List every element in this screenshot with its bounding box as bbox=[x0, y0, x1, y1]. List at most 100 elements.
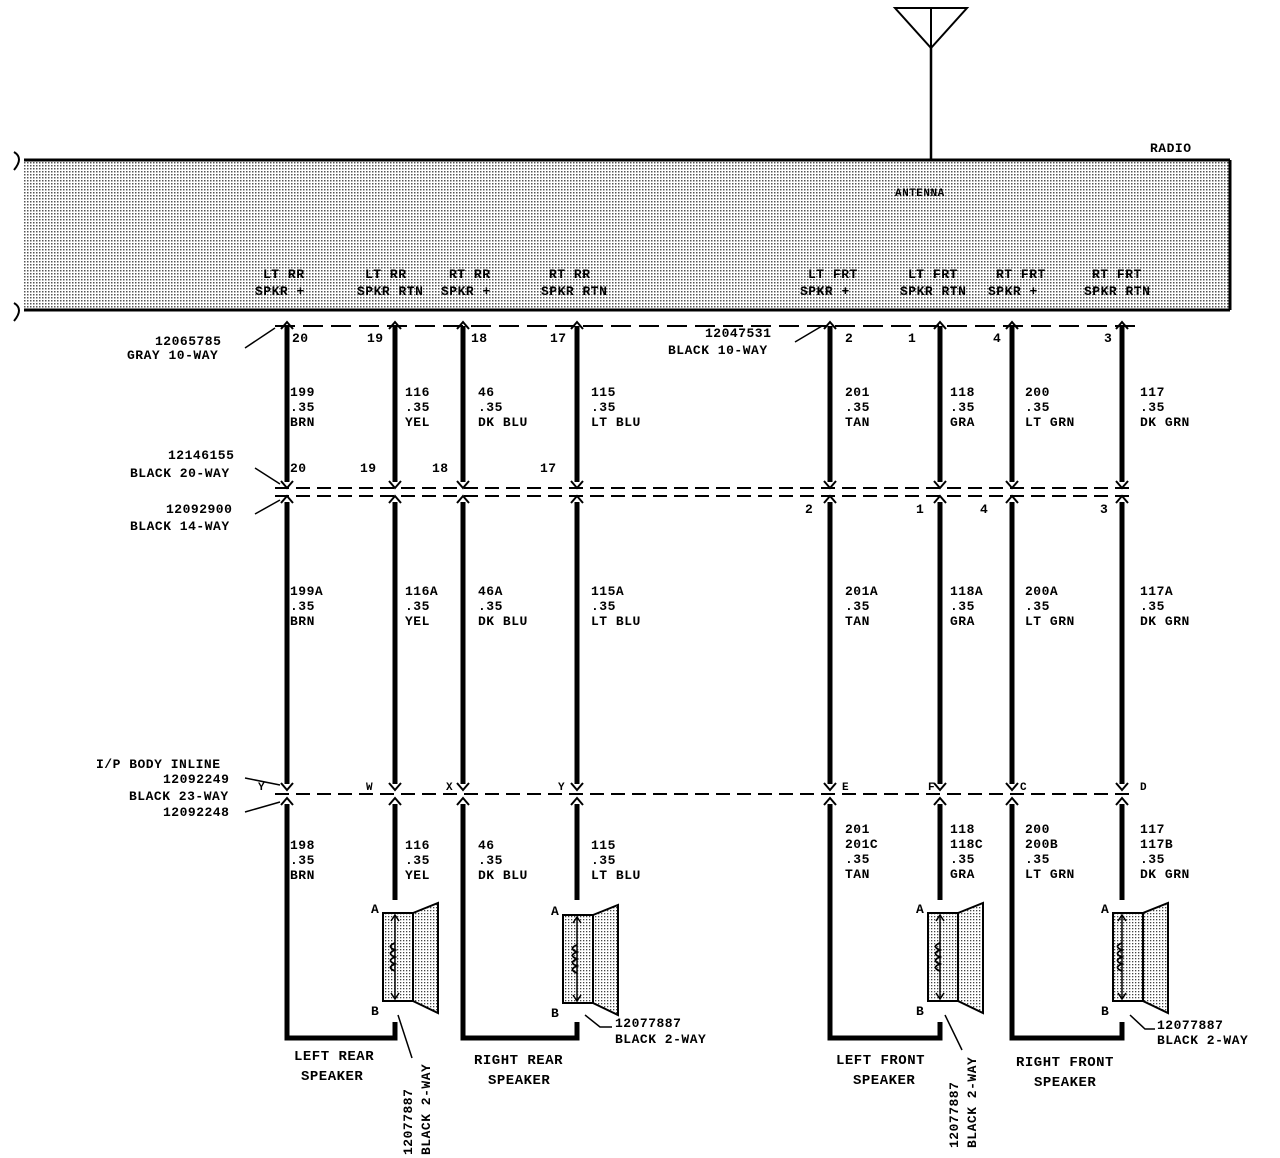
radio-title: RADIO bbox=[1150, 141, 1192, 156]
c14-pin-0: 2 bbox=[805, 502, 813, 517]
c14-pin-1: 1 bbox=[916, 502, 924, 517]
wire-lower-label-6-3: LT GRN bbox=[1025, 867, 1075, 882]
speaker-0-pin-a: A bbox=[371, 902, 379, 917]
c14-pin-chevron-4 bbox=[823, 494, 837, 504]
wire-mid-label-6-0: 200A bbox=[1025, 584, 1058, 599]
speaker-0-name: LEFT REAR bbox=[294, 1049, 374, 1065]
wire-mid-label-3-2: LT BLU bbox=[591, 614, 641, 629]
wire-upper-label-6-1: .35 bbox=[1025, 400, 1050, 415]
wire-lower-label-7-0: 117 bbox=[1140, 822, 1165, 837]
radio-pin-2: 18 bbox=[471, 331, 488, 346]
wire-mid-label-3-0: 115A bbox=[591, 584, 624, 599]
wire-lower-label-6-2: .35 bbox=[1025, 852, 1050, 867]
inline-pin-chevron-a-0 bbox=[280, 782, 294, 792]
c14-pin-chevron-5 bbox=[933, 494, 947, 504]
wire-mid-label-7-2: DK GRN bbox=[1140, 614, 1190, 629]
c20-pin-chevron-6 bbox=[1005, 480, 1019, 490]
wire-upper-label-3-0: 115 bbox=[591, 385, 616, 400]
inline-pin-chevron-b-7 bbox=[1115, 796, 1129, 806]
inline-pin-chevron-b-6 bbox=[1005, 796, 1019, 806]
antenna-symbol bbox=[892, 7, 970, 160]
radio-pin-3: 17 bbox=[550, 331, 567, 346]
wire-lower-plus-3 bbox=[1009, 804, 1125, 1041]
wire-upper-label-2-0: 46 bbox=[478, 385, 495, 400]
wire-upper-label-6-2: LT GRN bbox=[1025, 415, 1075, 430]
speaker-1-pin-a: A bbox=[551, 904, 559, 919]
speaker-3-name2: SPEAKER bbox=[1034, 1075, 1096, 1091]
wire-mid-label-1-1: .35 bbox=[405, 599, 430, 614]
wire-upper-label-1-0: 116 bbox=[405, 385, 430, 400]
wire-mid-label-7-0: 117A bbox=[1140, 584, 1173, 599]
speaker-3-pin-b: B bbox=[1101, 1004, 1109, 1019]
inline-pin-5: F bbox=[928, 782, 935, 794]
wire-lower-plus-2 bbox=[827, 804, 943, 1041]
connector-labels: 12065785 GRAY 10-WAY 12047531 BLACK 10-W… bbox=[96, 325, 823, 820]
wire-upper-label-3-2: LT BLU bbox=[591, 415, 641, 430]
c14-pin-chevron-1 bbox=[388, 494, 402, 504]
radio-pin-chevron-4 bbox=[823, 320, 837, 330]
wire-lower-label-1-2: YEL bbox=[405, 868, 430, 883]
wire-lower-plus-1 bbox=[460, 804, 580, 1041]
c20-pin-chevron-1 bbox=[388, 480, 402, 490]
wire-upper-label-7-1: .35 bbox=[1140, 400, 1165, 415]
wire-lower-label-3-2: LT BLU bbox=[591, 868, 641, 883]
c20-pin-chevron-5 bbox=[933, 480, 947, 490]
wire-mid-label-6-1: .35 bbox=[1025, 599, 1050, 614]
wire-lower-label-6-1: 200B bbox=[1025, 837, 1058, 852]
c14-pin-chevron-3 bbox=[570, 494, 584, 504]
wire-upper-label-0-2: BRN bbox=[290, 415, 315, 430]
terminal-label-0-top: LT RR bbox=[263, 267, 305, 282]
radio-module: RADIO ANTENNA bbox=[13, 141, 1232, 322]
c14-pin-chevron-7 bbox=[1115, 494, 1129, 504]
terminal-label-3-top: RT RR bbox=[549, 267, 591, 282]
lr-speaker-conn-desc: BLACK 2-WAY bbox=[419, 1064, 434, 1155]
radio-pin-0: 20 bbox=[292, 331, 309, 346]
c20-connector-part: 12146155 bbox=[168, 448, 234, 463]
c14-pin-2: 4 bbox=[980, 502, 988, 517]
wire-upper-label-4-0: 201 bbox=[845, 385, 870, 400]
speaker-1-name: RIGHT REAR bbox=[474, 1053, 563, 1069]
rf-speaker-conn-part: 12077887 bbox=[1157, 1018, 1223, 1033]
speaker-0-name2: SPEAKER bbox=[301, 1069, 363, 1085]
c20-pin-chevron-2 bbox=[456, 480, 470, 490]
wire-mid-label-0-0: 199A bbox=[290, 584, 323, 599]
wire-upper-label-2-2: DK BLU bbox=[478, 415, 528, 430]
antenna-label: ANTENNA bbox=[895, 188, 945, 200]
wire-upper-label-6-0: 200 bbox=[1025, 385, 1050, 400]
wire-mid-label-1-2: YEL bbox=[405, 614, 430, 629]
c20-pin-chevron-4 bbox=[823, 480, 837, 490]
inline-pin-4: E bbox=[842, 782, 849, 794]
speaker-3-pin-a: A bbox=[1101, 902, 1109, 917]
c14-pin-chevron-2 bbox=[456, 494, 470, 504]
wire-upper-label-5-0: 118 bbox=[950, 385, 975, 400]
terminal-label-3-bottom: SPKR RTN bbox=[541, 284, 607, 299]
inline-pin-2: X bbox=[446, 782, 453, 794]
terminal-label-7-top: RT FRT bbox=[1092, 267, 1142, 282]
wire-lower-label-5-0: 118 bbox=[950, 822, 975, 837]
wire-mid-label-1-0: 116A bbox=[405, 584, 438, 599]
c14-pin-chevron-6 bbox=[1005, 494, 1019, 504]
wire-lower-label-5-1: 118C bbox=[950, 837, 983, 852]
wire-lower-label-5-2: .35 bbox=[950, 852, 975, 867]
wire-lower-label-0-0: 198 bbox=[290, 838, 315, 853]
wire-mid-label-5-2: GRA bbox=[950, 614, 975, 629]
inline-pin-3: Y bbox=[558, 782, 565, 794]
wire-lower-label-4-0: 201 bbox=[845, 822, 870, 837]
inline-pin-0: Y bbox=[258, 782, 265, 794]
speaker-2-pin-a: A bbox=[916, 902, 924, 917]
wire-upper-label-0-0: 199 bbox=[290, 385, 315, 400]
wire-lower-label-5-3: GRA bbox=[950, 867, 975, 882]
rear-radio-connector-desc: GRAY 10-WAY bbox=[127, 348, 218, 363]
inline-pin-chevron-a-3 bbox=[570, 782, 584, 792]
wire-upper-label-4-1: .35 bbox=[845, 400, 870, 415]
radio-pin-chevron-2 bbox=[456, 320, 470, 330]
radio-pin-chevron-7 bbox=[1115, 320, 1129, 330]
radio-pin-chevron-5 bbox=[933, 320, 947, 330]
c14-connector-part: 12092900 bbox=[166, 502, 232, 517]
terminal-label-0-bottom: SPKR + bbox=[255, 284, 305, 299]
wire-upper-label-7-0: 117 bbox=[1140, 385, 1165, 400]
